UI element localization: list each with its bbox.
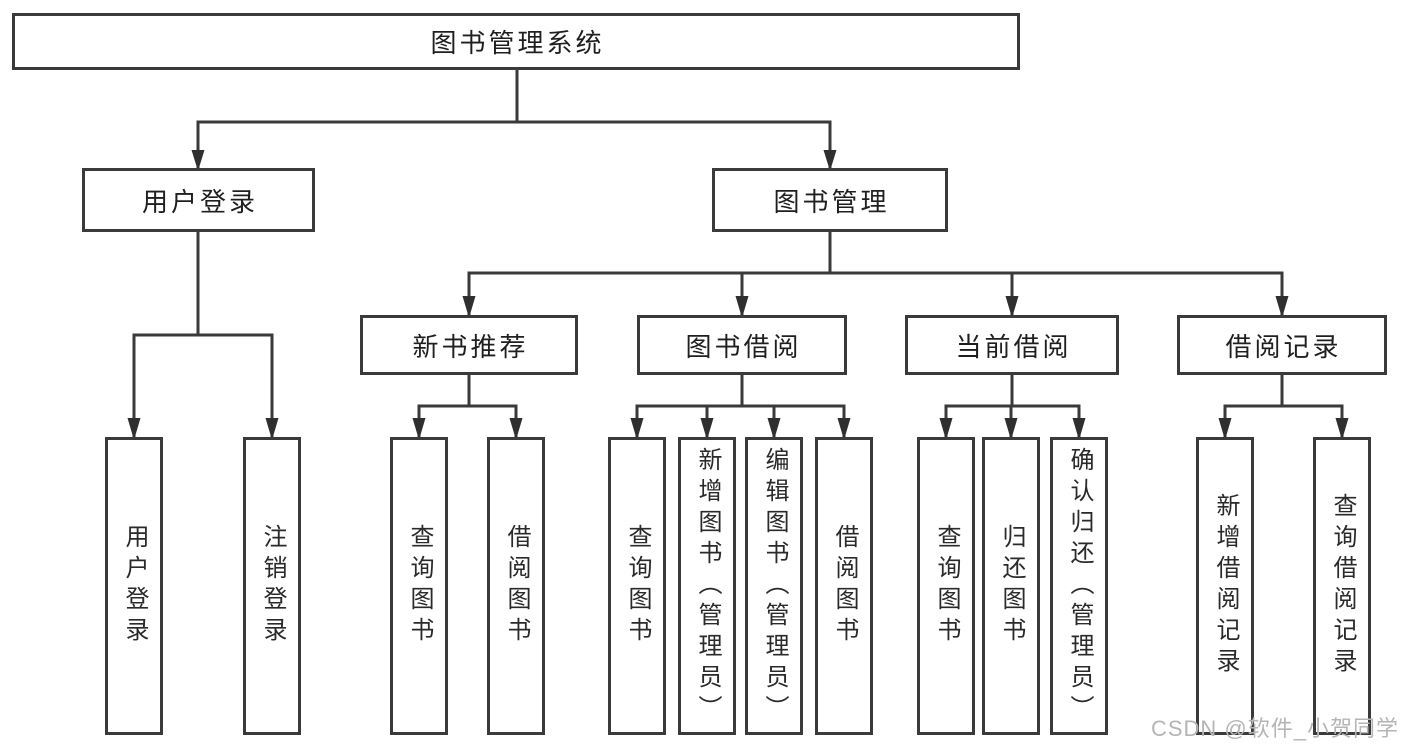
leaf-edit-book-admin: 编辑图书（管理员） <box>745 437 803 735</box>
leaf-label: 新增借阅记录 <box>1212 493 1239 679</box>
leaf-label: 查询图书 <box>624 524 651 648</box>
leaf-label: 确认归还（管理员） <box>1066 446 1093 726</box>
leaf-label: 借阅图书 <box>503 524 530 648</box>
csdn-watermark: CSDN @软件_小贺同学 <box>1150 716 1399 741</box>
leaf-label: 注销登录 <box>259 524 286 648</box>
leaf-borrow-book: 借阅图书 <box>815 437 873 735</box>
leaf-add-borrow-record: 新增借阅记录 <box>1196 437 1254 735</box>
leaf-query-book: 查询图书 <box>917 437 975 735</box>
leaf-label: 用户登录 <box>121 524 148 648</box>
leaf-label: 查询借阅记录 <box>1329 493 1356 679</box>
node-current-borrow: 当前借阅 <box>905 315 1119 375</box>
leaf-label: 借阅图书 <box>831 524 858 648</box>
leaf-label: 编辑图书（管理员） <box>761 446 788 726</box>
leaf-label: 新增图书（管理员） <box>694 446 721 726</box>
node-borrow-records: 借阅记录 <box>1177 315 1387 375</box>
leaf-add-book-admin: 新增图书（管理员） <box>678 437 736 735</box>
node-user-login-branch: 用户登录 <box>82 168 315 232</box>
leaf-query-book: 查询图书 <box>608 437 666 735</box>
leaf-label: 归还图书 <box>998 524 1025 648</box>
leaf-label: 查询图书 <box>933 524 960 648</box>
leaf-query-book: 查询图书 <box>390 437 448 735</box>
leaf-query-borrow-record: 查询借阅记录 <box>1313 437 1371 735</box>
leaf-borrow-book: 借阅图书 <box>487 437 545 735</box>
leaf-logout: 注销登录 <box>243 437 301 735</box>
node-library-system: 图书管理系统 <box>12 13 1020 70</box>
node-book-management-branch: 图书管理 <box>712 168 948 232</box>
leaf-return-book: 归还图书 <box>982 437 1040 735</box>
node-new-book-recommend: 新书推荐 <box>360 315 578 375</box>
leaf-label: 查询图书 <box>406 524 433 648</box>
leaf-user-login: 用户登录 <box>105 437 163 735</box>
leaf-confirm-return-admin: 确认归还（管理员） <box>1050 437 1108 735</box>
node-book-borrow: 图书借阅 <box>637 315 847 375</box>
